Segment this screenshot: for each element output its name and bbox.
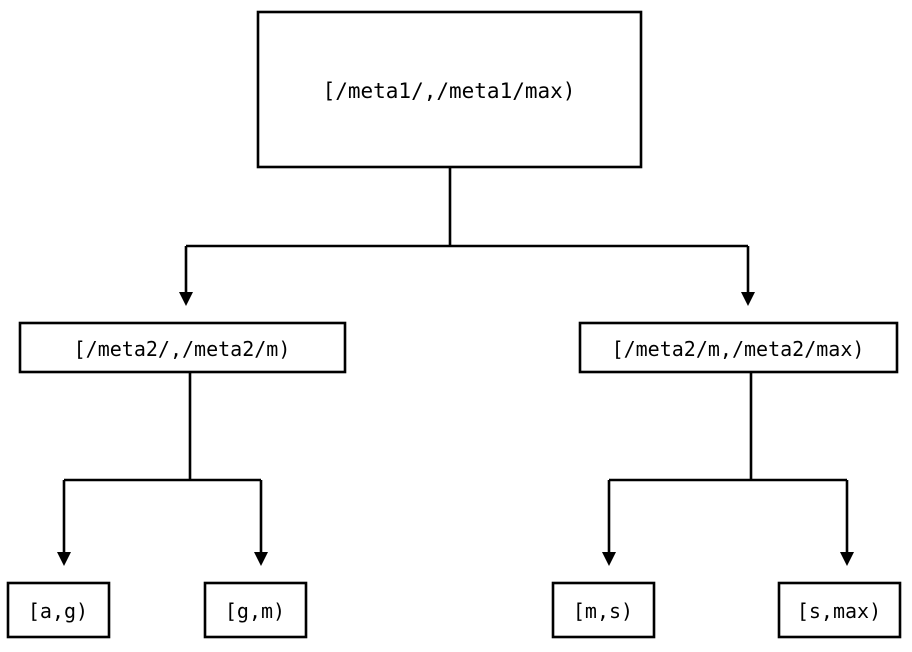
node-mid-right[interactable]: [/meta2/m,/meta2/max) (578, 321, 899, 374)
node-mid-right-label: [/meta2/m,/meta2/max) (612, 337, 865, 361)
node-mid-left-box[interactable] (18, 321, 347, 374)
node-leaf-g-m-label: [g,m) (225, 599, 285, 623)
node-root-box[interactable] (256, 10, 643, 169)
arrowhead-root-to-mid-right (741, 292, 755, 306)
node-leaf-m-s-box[interactable] (551, 581, 656, 639)
arrowhead-root-to-mid-left (179, 292, 193, 306)
arrowhead-midright-to-leaf-ms (602, 552, 616, 566)
arrowhead-midright-to-leaf-smax (840, 552, 854, 566)
node-leaf-s-max-box[interactable] (777, 581, 902, 639)
node-leaf-a-g-box[interactable] (6, 581, 111, 639)
node-leaf-m-s-label: [m,s) (573, 599, 633, 623)
node-leaf-s-max-label: [s,max) (797, 599, 881, 623)
node-leaf-a-g-label: [a,g) (28, 599, 88, 623)
node-leaf-s-max[interactable]: [s,max) (777, 581, 902, 639)
node-leaf-g-m-box[interactable] (203, 581, 308, 639)
arrowhead-midleft-to-leaf-ag (57, 552, 71, 566)
arrowhead-midleft-to-leaf-gm (254, 552, 268, 566)
node-leaf-a-g[interactable]: [a,g) (6, 581, 111, 639)
edge-group-midright-to-leaves (602, 372, 854, 566)
node-leaf-m-s[interactable]: [m,s) (551, 581, 656, 639)
node-mid-left-label: [/meta2/,/meta2/m) (74, 337, 291, 361)
edge-group-midleft-to-leaves (57, 372, 268, 566)
node-mid-left[interactable]: [/meta2/,/meta2/m) (18, 321, 347, 374)
edge-group-root-to-mid (179, 167, 755, 306)
node-root-label: [/meta1/,/meta1/max) (323, 79, 576, 103)
node-mid-right-box[interactable] (578, 321, 899, 374)
node-leaf-g-m[interactable]: [g,m) (203, 581, 308, 639)
node-root[interactable]: [/meta1/,/meta1/max) (256, 10, 643, 169)
